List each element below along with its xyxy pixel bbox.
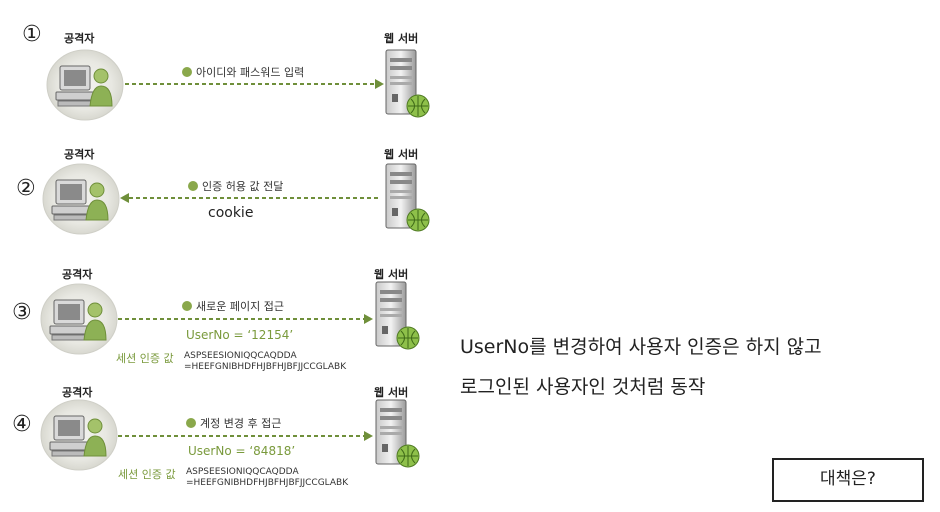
step-dot-icon	[186, 418, 196, 428]
web-server-icon-3	[370, 278, 426, 354]
step-dot-icon	[182, 301, 192, 311]
session-line1-3: ASPSEESIONIQQCAQDDA	[184, 351, 297, 361]
message-text-2: 인증 허용 값 전달	[202, 180, 284, 193]
userno-value-4: UserNo = ‘84818’	[188, 444, 296, 458]
attacker-label-2: 공격자	[64, 148, 95, 161]
attacker-computer-icon-1	[46, 48, 124, 122]
web-server-icon-1	[380, 46, 436, 122]
session-value-3: ASPSEESIONIQQCAQDDA=HEEFGNIBHDFHJBFHJBFJ…	[184, 351, 346, 373]
web-server-icon-2	[380, 160, 436, 236]
message-text-1: 아이디와 패스워드 입력	[196, 66, 305, 79]
arrow-right-4	[118, 431, 373, 441]
explanation-line-1: UserNo를 변경하여 사용자 인증은 하지 않고	[460, 336, 822, 358]
step-number-4: ④	[12, 412, 32, 437]
server-label-3: 웹 서버	[374, 268, 409, 281]
countermeasure-box: 대책은?	[772, 458, 924, 502]
session-value-4: ASPSEESIONIQQCAQDDA=HEEFGNIBHDFHJBFHJBFJ…	[186, 467, 348, 489]
message-text-3: 새로운 페이지 접근	[196, 300, 284, 313]
attacker-computer-icon-4	[40, 398, 118, 472]
server-label-4: 웹 서버	[374, 386, 409, 399]
step-number-2: ②	[16, 176, 36, 201]
userno-value-3: UserNo = ‘12154’	[186, 328, 294, 342]
message-2: 인증 허용 값 전달	[188, 178, 283, 194]
server-label-1: 웹 서버	[384, 32, 419, 45]
server-label-2: 웹 서버	[384, 148, 419, 161]
session-label-3: 세션 인증 값	[116, 352, 174, 365]
message-text-4: 계정 변경 후 접근	[200, 417, 282, 430]
session-line1-4: ASPSEESIONIQQCAQDDA	[186, 467, 299, 477]
arrow-right-3	[118, 314, 373, 324]
step-number-1: ①	[22, 22, 42, 47]
message-1: 아이디와 패스워드 입력	[182, 64, 304, 80]
attacker-label-3: 공격자	[62, 268, 93, 281]
arrow-right-1	[125, 79, 384, 89]
step-number-3: ③	[12, 300, 32, 325]
explanation-line-2: 로그인된 사용자인 것처럼 동작	[460, 376, 706, 398]
attacker-label-4: 공격자	[62, 386, 93, 399]
attacker-computer-icon-3	[40, 282, 118, 356]
session-line2-4: =HEEFGNIBHDFHJBFHJBFJJCCGLABK	[186, 478, 349, 488]
message-4: 계정 변경 후 접근	[186, 415, 281, 431]
attacker-computer-icon-2	[42, 162, 120, 236]
attacker-label-1: 공격자	[64, 32, 95, 45]
cookie-label: cookie	[208, 205, 254, 221]
step-dot-icon	[182, 67, 192, 77]
session-line2-3: =HEEFGNIBHDFHJBFHJBFJJCCGLABK	[184, 362, 347, 372]
arrow-left-2	[120, 193, 380, 203]
message-3: 새로운 페이지 접근	[182, 298, 284, 314]
web-server-icon-4	[370, 396, 426, 472]
session-label-4: 세션 인증 값	[118, 468, 176, 481]
step-dot-icon	[188, 181, 198, 191]
